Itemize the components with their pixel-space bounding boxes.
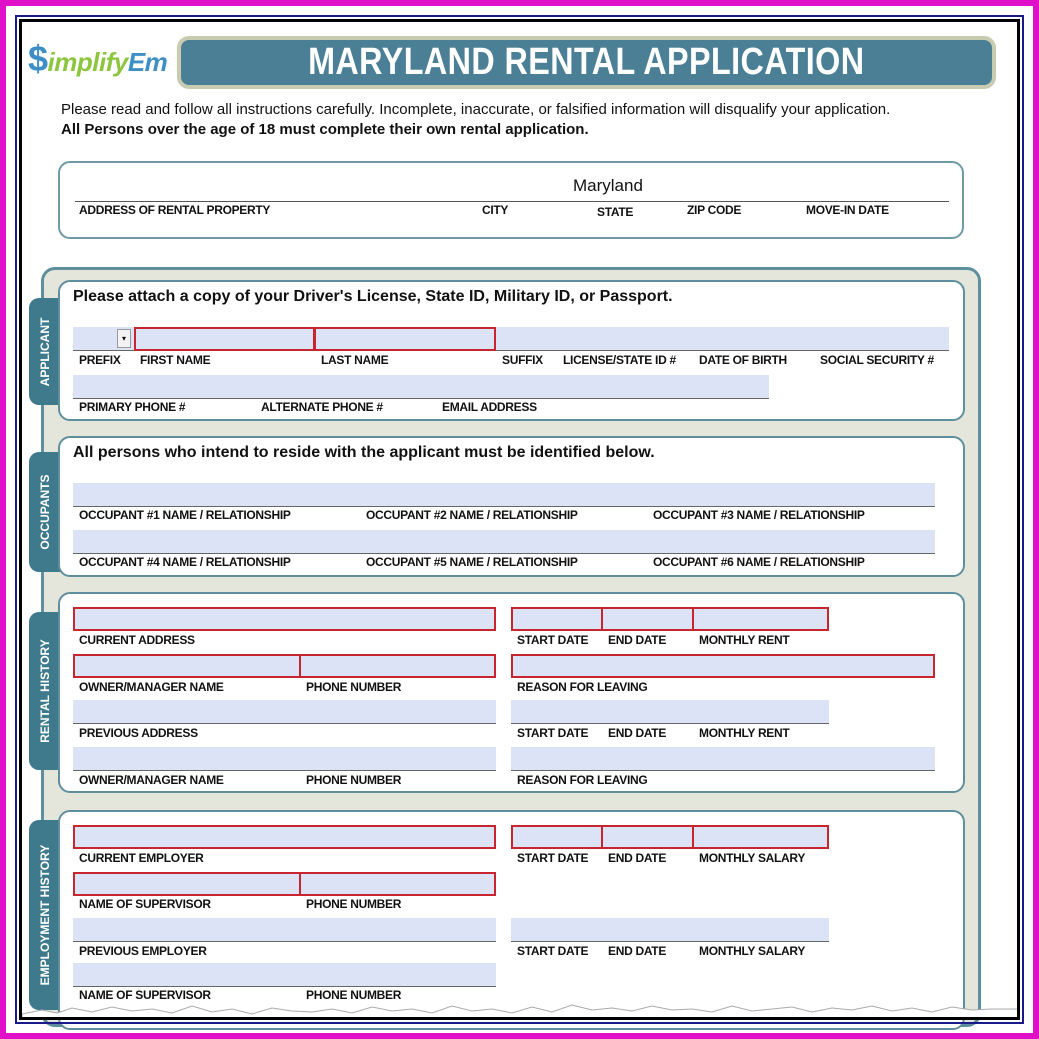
label-license: LICENSE/STATE ID # — [563, 353, 676, 367]
tab-rental-history: RENTAL HISTORY — [29, 612, 61, 770]
prefix-dropdown-arrow-icon[interactable]: ▾ — [117, 329, 131, 348]
occupants-heading: All persons who intend to reside with th… — [73, 444, 655, 461]
employment-end-date-input[interactable] — [601, 825, 694, 849]
logo-mid: implify — [47, 47, 129, 77]
label-current-address: CURRENT ADDRESS — [79, 633, 195, 647]
label-previous-address: PREVIOUS ADDRESS — [79, 726, 198, 740]
label-owner: OWNER/MANAGER NAME — [79, 680, 224, 694]
label-end-date: END DATE — [608, 726, 667, 740]
owner-phone-input[interactable] — [299, 654, 496, 678]
label-move-in: MOVE-IN DATE — [806, 203, 889, 217]
label-zip: ZIP CODE — [687, 203, 742, 217]
label-email: EMAIL ADDRESS — [442, 400, 537, 414]
label-city: CITY — [482, 203, 509, 217]
page-title: MARYLAND RENTAL APPLICATION — [308, 41, 865, 83]
label-start-date: START DATE — [517, 633, 589, 647]
tab-employment-history: EMPLOYMENT HISTORY — [29, 820, 61, 1010]
simplifyem-logo: $implifyEm — [28, 38, 168, 80]
label-occupant-2: OCCUPANT #2 NAME / RELATIONSHIP — [366, 508, 578, 522]
first-name-input[interactable] — [134, 327, 315, 351]
monthly-rent-input[interactable] — [692, 607, 829, 631]
label-prefix: PREFIX — [79, 353, 121, 367]
tab-label: EMPLOYMENT HISTORY — [38, 844, 52, 986]
label-ssn: SOCIAL SECURITY # — [820, 353, 934, 367]
label-suffix: SUFFIX — [502, 353, 543, 367]
label-occupant-6: OCCUPANT #6 NAME / RELATIONSHIP — [653, 555, 865, 569]
logo-dollar: $ — [28, 38, 48, 79]
previous-employer-input[interactable] — [73, 918, 496, 942]
label-reason: REASON FOR LEAVING — [517, 680, 648, 694]
label-supervisor: NAME OF SUPERVISOR — [79, 897, 211, 911]
label-phone: PHONE NUMBER — [306, 773, 402, 787]
previous-reason-input[interactable] — [511, 747, 935, 771]
label-start-date: START DATE — [517, 851, 589, 865]
label-address: ADDRESS OF RENTAL PROPERTY — [79, 203, 271, 217]
label-dob: DATE OF BIRTH — [699, 353, 787, 367]
occupants-row1-input[interactable] — [73, 483, 935, 507]
label-current-employer: CURRENT EMPLOYER — [79, 851, 204, 865]
owner-name-input[interactable] — [73, 654, 301, 678]
previous-supervisor-input[interactable] — [73, 963, 496, 987]
current-employer-input[interactable] — [73, 825, 496, 849]
previous-dates-rent-input[interactable] — [511, 700, 829, 724]
phone-email-input[interactable] — [73, 375, 769, 399]
property-line — [75, 201, 949, 202]
label-start-date: START DATE — [517, 726, 589, 740]
label-supervisor: NAME OF SUPERVISOR — [79, 988, 211, 1002]
label-occupant-1: OCCUPANT #1 NAME / RELATIONSHIP — [79, 508, 291, 522]
label-occupant-3: OCCUPANT #3 NAME / RELATIONSHIP — [653, 508, 865, 522]
reason-leaving-input[interactable] — [511, 654, 935, 678]
label-alt-phone: ALTERNATE PHONE # — [261, 400, 383, 414]
instructions: Please read and follow all instructions … — [61, 101, 891, 118]
tab-applicant: APPLICANT — [29, 298, 61, 405]
label-monthly-rent: MONTHLY RENT — [699, 633, 790, 647]
supervisor-phone-input[interactable] — [299, 872, 496, 896]
label-primary-phone: PRIMARY PHONE # — [79, 400, 186, 414]
label-start-date: START DATE — [517, 944, 589, 958]
previous-owner-input[interactable] — [73, 747, 496, 771]
title-bar: MARYLAND RENTAL APPLICATION — [177, 36, 996, 89]
label-phone: PHONE NUMBER — [306, 988, 402, 1002]
label-monthly-salary: MONTHLY SALARY — [699, 851, 806, 865]
tab-occupants: OCCUPANTS — [29, 452, 61, 572]
label-occupant-4: OCCUPANT #4 NAME / RELATIONSHIP — [79, 555, 291, 569]
employment-start-date-input[interactable] — [511, 825, 603, 849]
label-last-name: LAST NAME — [321, 353, 389, 367]
label-end-date: END DATE — [608, 944, 667, 958]
torn-paper-edge — [22, 1004, 1020, 1020]
logo-end: Em — [127, 47, 168, 77]
label-occupant-5: OCCUPANT #5 NAME / RELATIONSHIP — [366, 555, 578, 569]
label-first-name: FIRST NAME — [140, 353, 211, 367]
rental-end-date-input[interactable] — [601, 607, 694, 631]
label-reason: REASON FOR LEAVING — [517, 773, 648, 787]
tab-label: RENTAL HISTORY — [38, 639, 52, 743]
label-monthly-rent: MONTHLY RENT — [699, 726, 790, 740]
label-state: STATE — [597, 205, 634, 219]
state-value[interactable]: Maryland — [573, 176, 643, 195]
last-name-input[interactable] — [314, 327, 496, 351]
current-address-input[interactable] — [73, 607, 496, 631]
tab-label: APPLICANT — [38, 317, 52, 386]
instructions-bold: All Persons over the age of 18 must comp… — [61, 121, 589, 138]
label-end-date: END DATE — [608, 851, 667, 865]
label-end-date: END DATE — [608, 633, 667, 647]
supervisor-input[interactable] — [73, 872, 301, 896]
monthly-salary-input[interactable] — [692, 825, 829, 849]
label-phone: PHONE NUMBER — [306, 897, 402, 911]
label-previous-employer: PREVIOUS EMPLOYER — [79, 944, 207, 958]
previous-employment-dates-input[interactable] — [511, 918, 829, 942]
rental-start-date-input[interactable] — [511, 607, 603, 631]
occupants-row2-input[interactable] — [73, 530, 935, 554]
applicant-heading: Please attach a copy of your Driver's Li… — [73, 288, 673, 305]
label-owner: OWNER/MANAGER NAME — [79, 773, 224, 787]
property-box — [58, 161, 964, 239]
label-phone: PHONE NUMBER — [306, 680, 402, 694]
label-monthly-salary: MONTHLY SALARY — [699, 944, 806, 958]
previous-address-input[interactable] — [73, 700, 496, 724]
tab-label: OCCUPANTS — [38, 474, 52, 550]
